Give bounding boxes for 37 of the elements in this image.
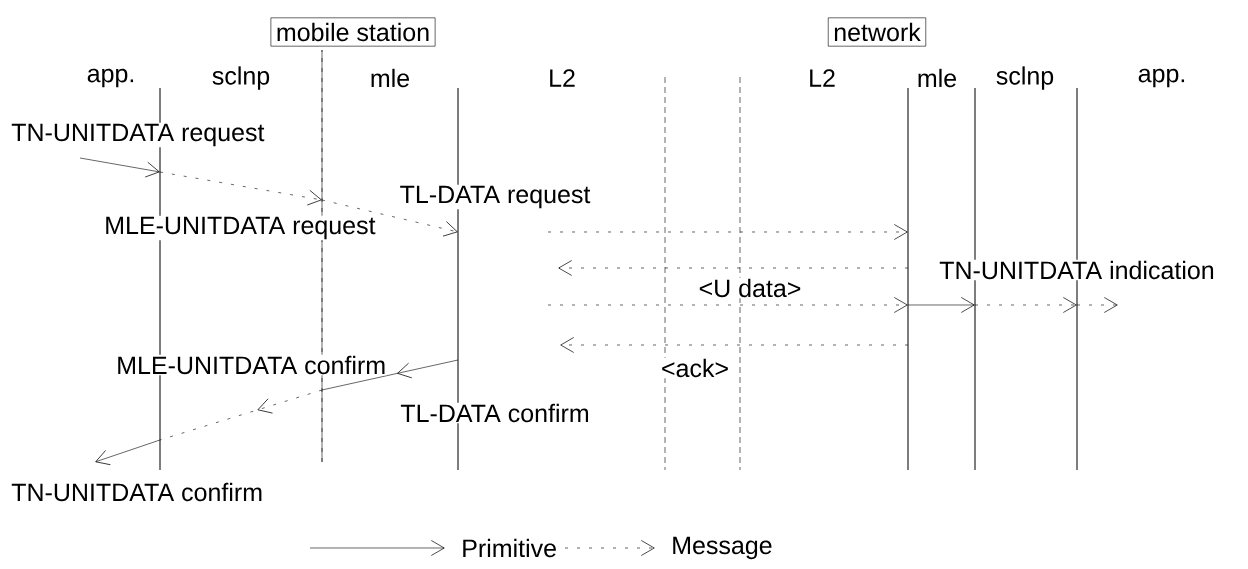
- lifeline: [1076, 87, 1078, 471]
- layer-label: sclnp: [996, 66, 1054, 90]
- layer-label: app.: [1138, 68, 1185, 88]
- layer-label: L2: [550, 69, 575, 87]
- arrow: [321, 199, 458, 237]
- lifeline: [321, 49, 323, 463]
- edge-label: MLE-UNITDATA request: [106, 216, 376, 240]
- arrow: [79, 157, 160, 178]
- layer-label: app.: [87, 68, 134, 88]
- edge-label: <U data>: [699, 278, 801, 298]
- edge-label: MLE-UNITDATA confirm: [118, 355, 385, 375]
- edge-label: TN-UNITDATA indication: [939, 260, 1214, 280]
- lifeline: [907, 87, 909, 471]
- lifeline: [974, 87, 976, 471]
- layer-label: mle: [371, 68, 410, 88]
- layer-label: sclnp: [212, 66, 270, 90]
- arrow: [558, 260, 909, 276]
- edge-label: TN-UNITDATA confirm: [11, 482, 262, 502]
- box: mobile station: [270, 17, 436, 47]
- primitive-label: TL-DATA request: [400, 185, 591, 209]
- legend-label: Primitive: [463, 538, 556, 558]
- edge-label: TN-UNITDATA request: [11, 123, 265, 147]
- arrow: [159, 171, 322, 206]
- primitive-label: TL-DATA confirm: [400, 403, 589, 423]
- arrow: [547, 297, 908, 313]
- arrow: [907, 297, 975, 313]
- layer-label: L2: [810, 69, 835, 87]
- lifeline: [457, 87, 459, 471]
- arrow: [974, 297, 1077, 313]
- arrow: [560, 337, 909, 353]
- layer-label: mle: [918, 68, 957, 88]
- box: network: [827, 17, 927, 47]
- legend-label: Message: [673, 536, 772, 560]
- arrow: [1076, 297, 1118, 313]
- arrow: [547, 224, 908, 240]
- edge-label: <ack>: [662, 358, 728, 378]
- arrow: [95, 439, 161, 466]
